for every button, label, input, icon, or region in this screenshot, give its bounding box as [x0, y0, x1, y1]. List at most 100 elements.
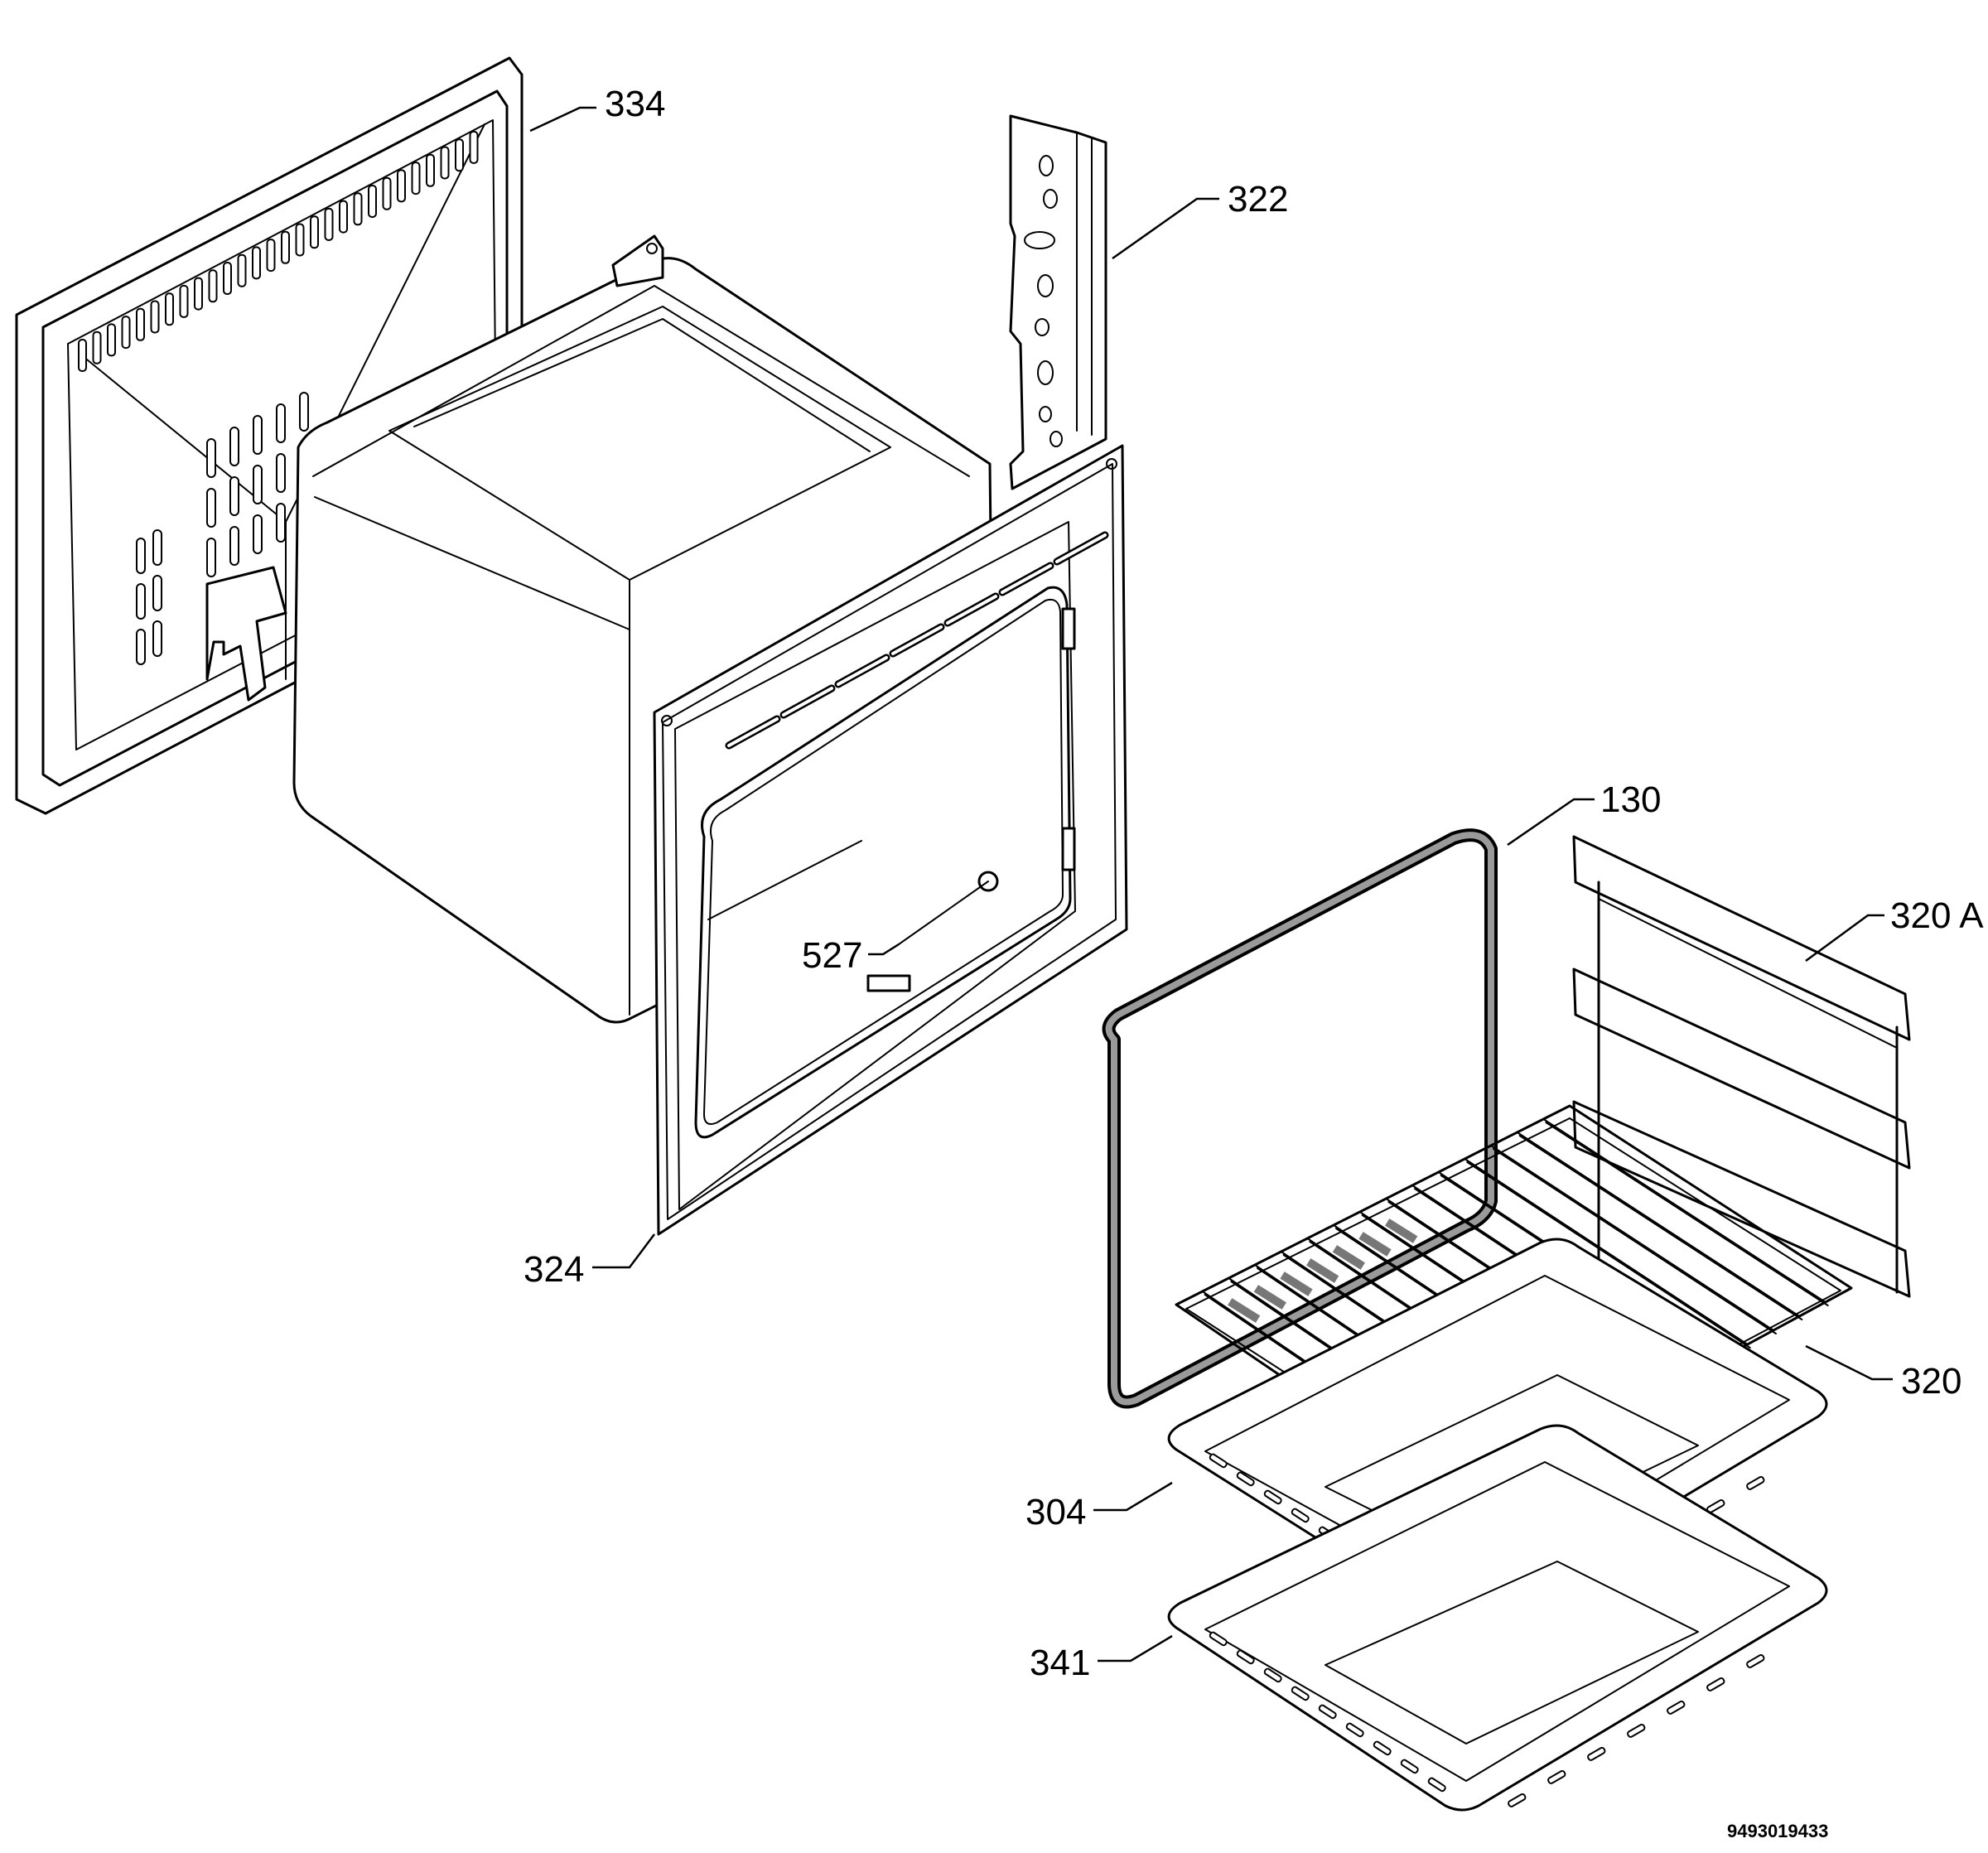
rack-wire-shade	[1385, 1218, 1418, 1243]
rear-vent-slot	[310, 215, 319, 249]
rear-vent-slot	[92, 331, 102, 364]
tray-edge-slot	[1508, 1793, 1527, 1807]
tray-edge-slot	[1291, 1686, 1310, 1701]
leader-lines	[529, 106, 1893, 1662]
tray-edge-slot	[1627, 1724, 1646, 1738]
rack-wire-shadow	[1466, 1161, 1751, 1349]
rear-vent-slot	[368, 185, 377, 218]
label-341: 341	[1030, 1643, 1090, 1683]
rear-vent-slot	[252, 246, 261, 280]
enamel-tray-341	[1167, 1424, 1828, 1812]
label-527: 527	[802, 935, 862, 976]
tray-edge-slot	[1236, 1649, 1255, 1665]
rear-vent-slot	[208, 269, 218, 303]
side-rail-322	[1009, 114, 1107, 490]
rear-vent-slot	[324, 207, 334, 241]
shelf-support-320A	[1572, 835, 1911, 1306]
rear-vent-slot	[136, 538, 146, 574]
rack-wire-shadow	[1493, 1148, 1777, 1334]
front-frame-324	[653, 444, 1128, 1236]
drawing-code: 9493019433	[1727, 1821, 1828, 1841]
tray-edge-slot	[1263, 1667, 1282, 1683]
rack-wire-shade	[1306, 1258, 1339, 1283]
rear-vent-slot	[426, 153, 435, 187]
rear-vent-slot	[229, 427, 239, 466]
tray-edge-slot	[1667, 1701, 1686, 1715]
rear-vent-slot	[152, 620, 162, 657]
tray-edge-slot	[1547, 1770, 1566, 1784]
rear-vent-slot	[152, 575, 162, 611]
frame-vent-slot-inner	[727, 717, 779, 747]
rack-wire	[1542, 1118, 1826, 1303]
rear-vent-slot	[237, 253, 247, 287]
rear-vent-slot	[440, 146, 450, 180]
rear-vent-slot	[152, 529, 162, 566]
label-322: 322	[1228, 179, 1288, 220]
rear-vent-slot	[223, 262, 232, 295]
rear-vent-slot	[339, 200, 348, 234]
rack-wire-shadow	[1545, 1122, 1829, 1306]
tray-edge-slot	[1236, 1471, 1255, 1487]
rack-wire-shade	[1280, 1272, 1313, 1296]
frame-vent-slot-inner	[837, 656, 888, 686]
rack-wire	[1490, 1145, 1774, 1331]
rear-vent-slot	[136, 583, 146, 620]
rear-vent-slot	[411, 162, 421, 195]
tray-edge-slot	[1318, 1704, 1337, 1720]
frame-vent-slot-inner	[1001, 564, 1052, 594]
tray-edge-slot	[1291, 1508, 1310, 1523]
label-130: 130	[1600, 779, 1661, 820]
rack-wire-shade	[1253, 1285, 1286, 1310]
rear-vent-slot	[253, 415, 263, 455]
label-324: 324	[524, 1249, 584, 1290]
rear-vent-slot	[253, 514, 263, 554]
tray-edge-slot	[1746, 1476, 1765, 1490]
rear-vent-slot	[107, 323, 116, 357]
tray-edge-slot	[1373, 1740, 1392, 1756]
rack-wire-shade	[1358, 1232, 1392, 1257]
door-gasket-130	[1102, 828, 1498, 1409]
rear-vent-slot	[295, 223, 305, 257]
tray-edge-slot	[1400, 1759, 1419, 1774]
rear-vent-slot	[165, 292, 174, 326]
rack-wire	[1464, 1158, 1749, 1345]
rear-vent-slot	[136, 629, 146, 665]
rear-vent-slot	[382, 176, 392, 210]
rear-vent-slot	[179, 284, 189, 318]
rear-vent-slot	[206, 438, 216, 478]
rear-vent-slot	[276, 403, 286, 443]
tray-edge-slot	[1587, 1747, 1606, 1761]
rear-vent-slot	[469, 130, 479, 164]
tray-edge-slot	[1706, 1677, 1725, 1691]
rear-vent-slot	[455, 138, 464, 172]
rear-vent-slot	[229, 526, 239, 566]
rack-wire-shade	[1332, 1245, 1365, 1270]
frame-vent-slot-inner	[782, 687, 833, 717]
rear-vent-slot	[266, 239, 276, 273]
rear-vent-slot	[78, 339, 87, 372]
rear-vent-slot	[276, 503, 286, 543]
tray-edge-slot	[1209, 1631, 1228, 1647]
rear-vent-slot	[276, 453, 286, 493]
label-304: 304	[1025, 1492, 1086, 1532]
frame-vent-slot-inner	[891, 625, 943, 655]
rear-vent-slot	[136, 307, 145, 341]
tray-edge-slot	[1209, 1453, 1228, 1469]
rear-vent-slot	[397, 169, 406, 203]
rear-vent-slot	[150, 300, 160, 334]
rear-vent-slot	[229, 476, 239, 516]
rear-vent-slot	[206, 488, 216, 528]
rear-vent-slot	[253, 465, 263, 504]
rear-vent-slot	[121, 316, 131, 350]
rack-wire-shade	[1228, 1298, 1261, 1323]
tray-edge-slot	[1746, 1654, 1765, 1668]
frame-vent-slot-inner	[946, 595, 997, 625]
rack-wire-shadow	[1518, 1135, 1803, 1320]
label-334: 334	[605, 84, 665, 124]
label-320: 320	[1901, 1361, 1961, 1402]
rear-vent-slot	[299, 392, 309, 432]
rack-wire	[1516, 1132, 1801, 1317]
tray-edge-slot	[1263, 1489, 1282, 1505]
rear-vent-slot	[194, 277, 203, 311]
